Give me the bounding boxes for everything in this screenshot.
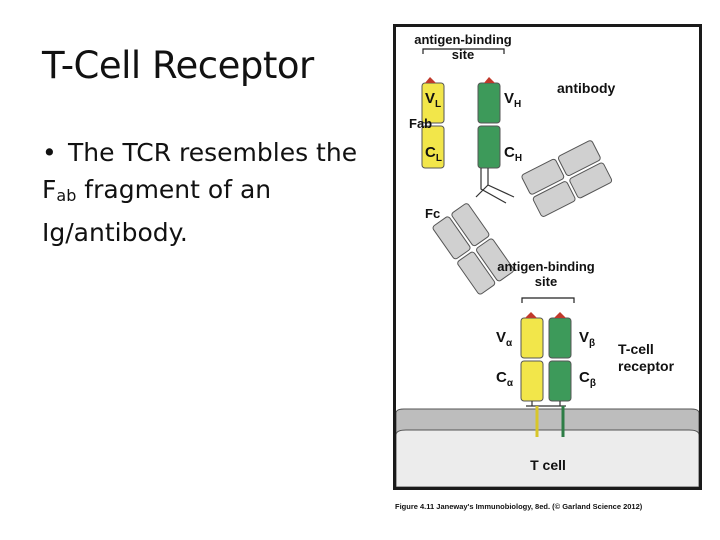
bullet-text-sub: ab [56,186,77,205]
fc-domain-1 [432,216,471,260]
antibody-site-label-line2: site [452,47,474,62]
antibody-vh-domain [477,82,501,124]
c-alpha-label: Cα [496,369,514,389]
antibody-hinge-3 [475,184,489,198]
antibody-hinge-2 [480,168,507,204]
tcr-site-bracket [521,297,575,303]
bullet-text-pre: The TCR resembles the F [42,138,358,204]
antibody-second-fab [521,140,613,217]
slide-title: T-Cell Receptor [42,44,314,87]
tcr-v-alpha-domain [520,317,544,359]
antibody-hinge-1 [487,168,515,198]
antibody-tcr-diagram: antigen-binding site antibody Fab Fc VL … [395,32,700,488]
antibody-binding-tip-left [425,77,436,83]
cl-label: CL [425,144,442,164]
tcr-site-label-line1: antigen-binding [497,259,595,274]
fab-label: Fab [409,116,432,131]
bullet-char: • [42,138,57,167]
vh-label: VH [504,90,521,110]
antibody-fc [432,203,515,295]
fc-domain-4 [476,238,515,282]
antibody-cl-domain [421,125,445,169]
bullet-text-post: fragment of an Ig/antibody. [42,175,272,247]
fab2-domain-4 [569,162,613,199]
figure-frame: antigen-binding site antibody Fab Fc VL … [393,24,702,490]
antibody-site-bracket [422,48,505,54]
antibody-label: antibody [557,80,616,96]
tcr-label-line2: receptor [618,358,675,374]
vl-label: VL [425,90,441,110]
antibody-ch-domain [477,125,501,169]
antibody-binding-tip-right [484,77,495,83]
fc-label: Fc [425,206,440,221]
v-alpha-label: Vα [496,329,513,349]
tcr-c-alpha-domain [520,360,544,402]
t-cell-label: T cell [530,457,566,473]
fab2-domain-1 [521,158,565,195]
antibody-site-label-line1: antigen-binding [414,32,512,47]
bullet-point: •The TCR resembles the Fab fragment of a… [42,134,382,251]
tcr-binding-tip-right [554,312,566,318]
tcr-binding-tip-left [525,312,537,318]
fab2-domain-2 [557,140,601,177]
fc-domain-3 [457,251,496,295]
c-beta-label: Cβ [579,369,596,389]
fc-domain-2 [451,203,490,247]
figure-caption: Figure 4.11 Janeway's Immunobiology, 8ed… [395,502,643,511]
tcr-label-line1: T-cell [618,341,654,357]
fab2-domain-3 [532,181,576,217]
tcr-v-beta-domain [548,317,572,359]
tcr-site-label-line2: site [535,274,557,289]
v-beta-label: Vβ [579,329,595,349]
ch-label: CH [504,144,522,164]
tcr-c-beta-domain [548,360,572,402]
